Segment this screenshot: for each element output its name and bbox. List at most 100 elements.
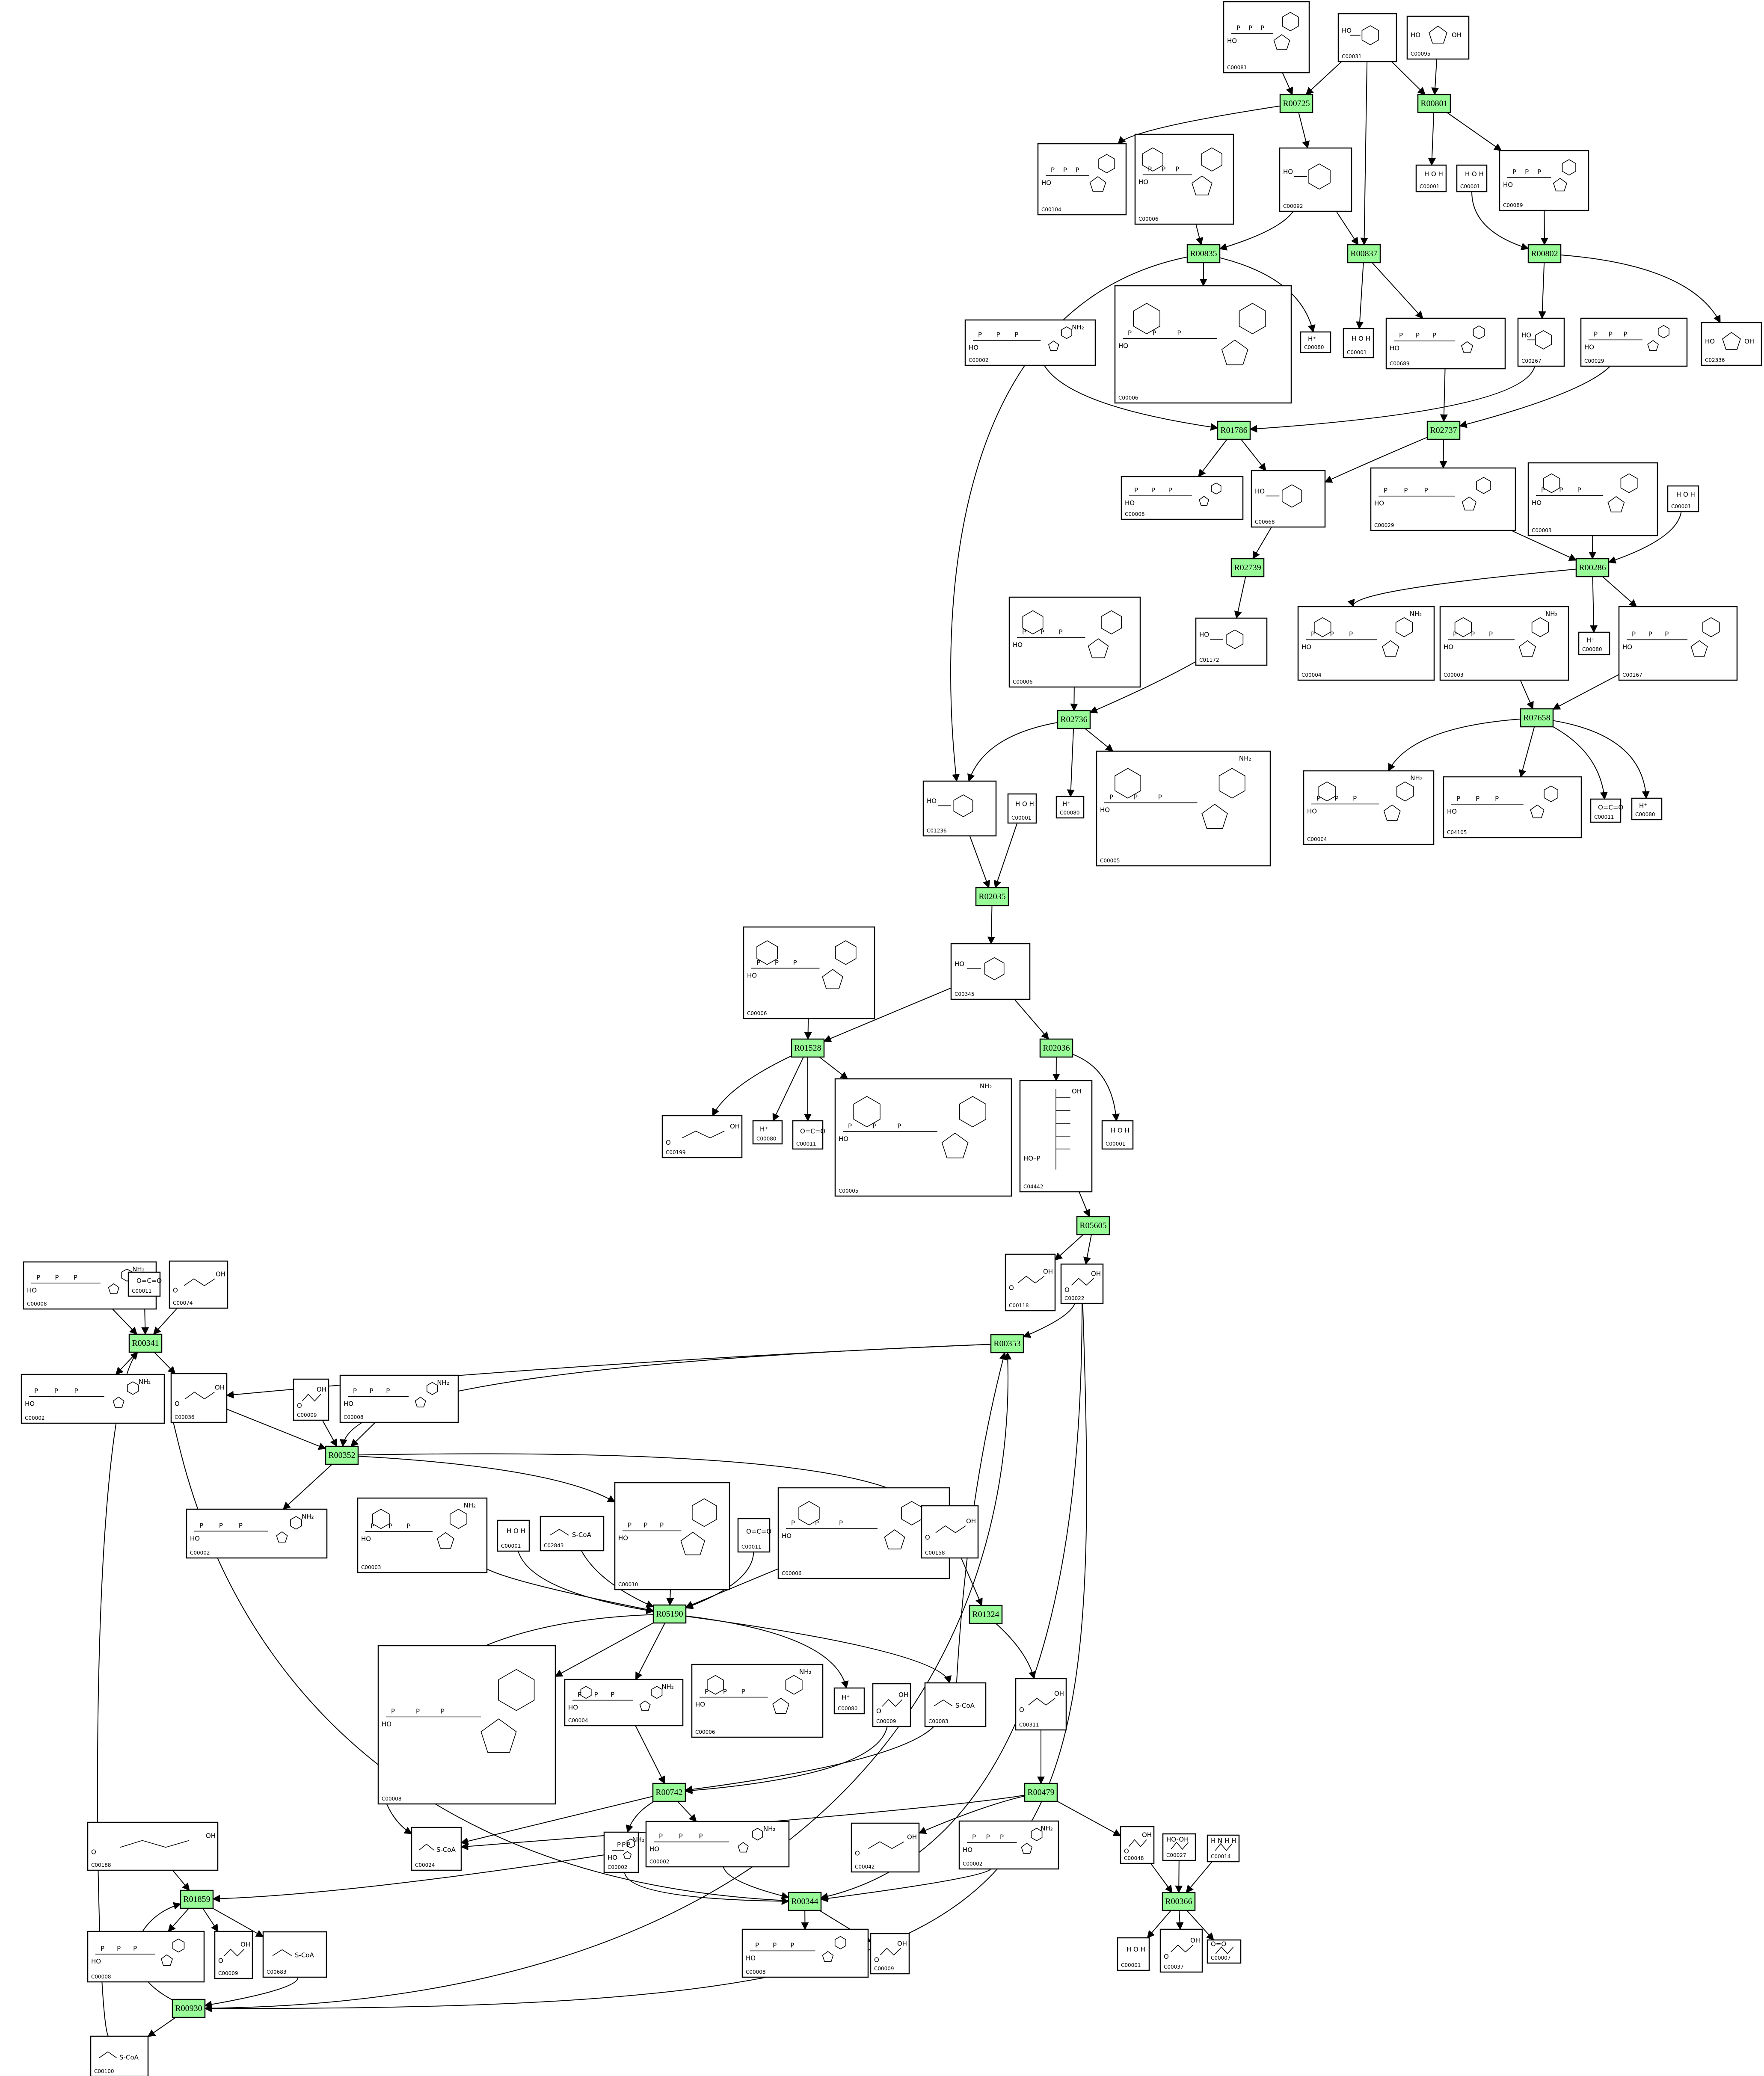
reaction-box[interactable] — [172, 1999, 206, 2018]
reaction-R02737[interactable]: R02737 — [1426, 421, 1461, 440]
reaction-R05605[interactable]: R05605 — [1076, 1216, 1110, 1235]
reaction-box[interactable] — [1417, 94, 1451, 113]
reaction-R00835[interactable]: R00835 — [1186, 244, 1221, 264]
reaction-R01786[interactable]: R01786 — [1217, 421, 1251, 440]
reaction-box[interactable] — [652, 1783, 686, 1802]
reaction-R07658[interactable]: R07658 — [1520, 708, 1554, 728]
reaction-R02736[interactable]: R02736 — [1057, 710, 1091, 729]
reaction-R05190[interactable]: R05190 — [652, 1604, 687, 1624]
reaction-box[interactable] — [1162, 1892, 1196, 1911]
reaction-R00802[interactable]: R00802 — [1527, 244, 1562, 264]
reaction-box[interactable] — [1520, 708, 1554, 728]
reaction-box[interactable] — [1186, 244, 1221, 264]
reaction-box[interactable] — [1575, 558, 1610, 577]
reaction-R00479[interactable]: R00479 — [1024, 1783, 1058, 1802]
reaction-R01859[interactable]: R01859 — [180, 1889, 214, 1909]
reaction-R00837[interactable]: R00837 — [1347, 244, 1381, 264]
compound-C00080[interactable]: H⁺C00080 — [1578, 631, 1610, 655]
reaction-R01528[interactable]: R01528 — [791, 1038, 825, 1058]
reaction-R02036[interactable]: R02036 — [1039, 1038, 1073, 1058]
reaction-box[interactable] — [1347, 244, 1381, 264]
reaction-box[interactable] — [1527, 244, 1562, 264]
compound-C00080[interactable]: H⁺C00080 — [833, 1687, 865, 1715]
reaction-R00344[interactable]: R00344 — [788, 1892, 822, 1911]
reaction-box[interactable] — [791, 1038, 825, 1058]
reaction-box[interactable] — [1057, 710, 1091, 729]
reaction-box[interactable] — [128, 1333, 163, 1353]
reaction-box[interactable] — [1076, 1216, 1110, 1235]
reaction-R00725[interactable]: R00725 — [1279, 94, 1313, 113]
compound-C00080[interactable]: H⁺C00080 — [752, 1120, 783, 1145]
reaction-box[interactable] — [969, 1605, 1003, 1624]
reaction-R00366[interactable]: R00366 — [1162, 1892, 1196, 1911]
reaction-box[interactable] — [652, 1604, 687, 1624]
reaction-R00353[interactable]: R00353 — [990, 1334, 1024, 1353]
reaction-R00341[interactable]: R00341 — [128, 1333, 163, 1353]
reaction-box[interactable] — [325, 1445, 359, 1465]
reaction-R02035[interactable]: R02035 — [975, 887, 1009, 906]
reaction-box[interactable] — [180, 1889, 214, 1909]
reaction-box[interactable] — [990, 1334, 1024, 1353]
reaction-R00742[interactable]: R00742 — [652, 1783, 686, 1802]
compound-C00080[interactable]: H⁺C00080 — [1631, 797, 1663, 820]
reaction-box[interactable] — [1024, 1783, 1058, 1802]
reaction-box[interactable] — [1217, 421, 1251, 440]
reaction-R00801[interactable]: R00801 — [1417, 94, 1451, 113]
